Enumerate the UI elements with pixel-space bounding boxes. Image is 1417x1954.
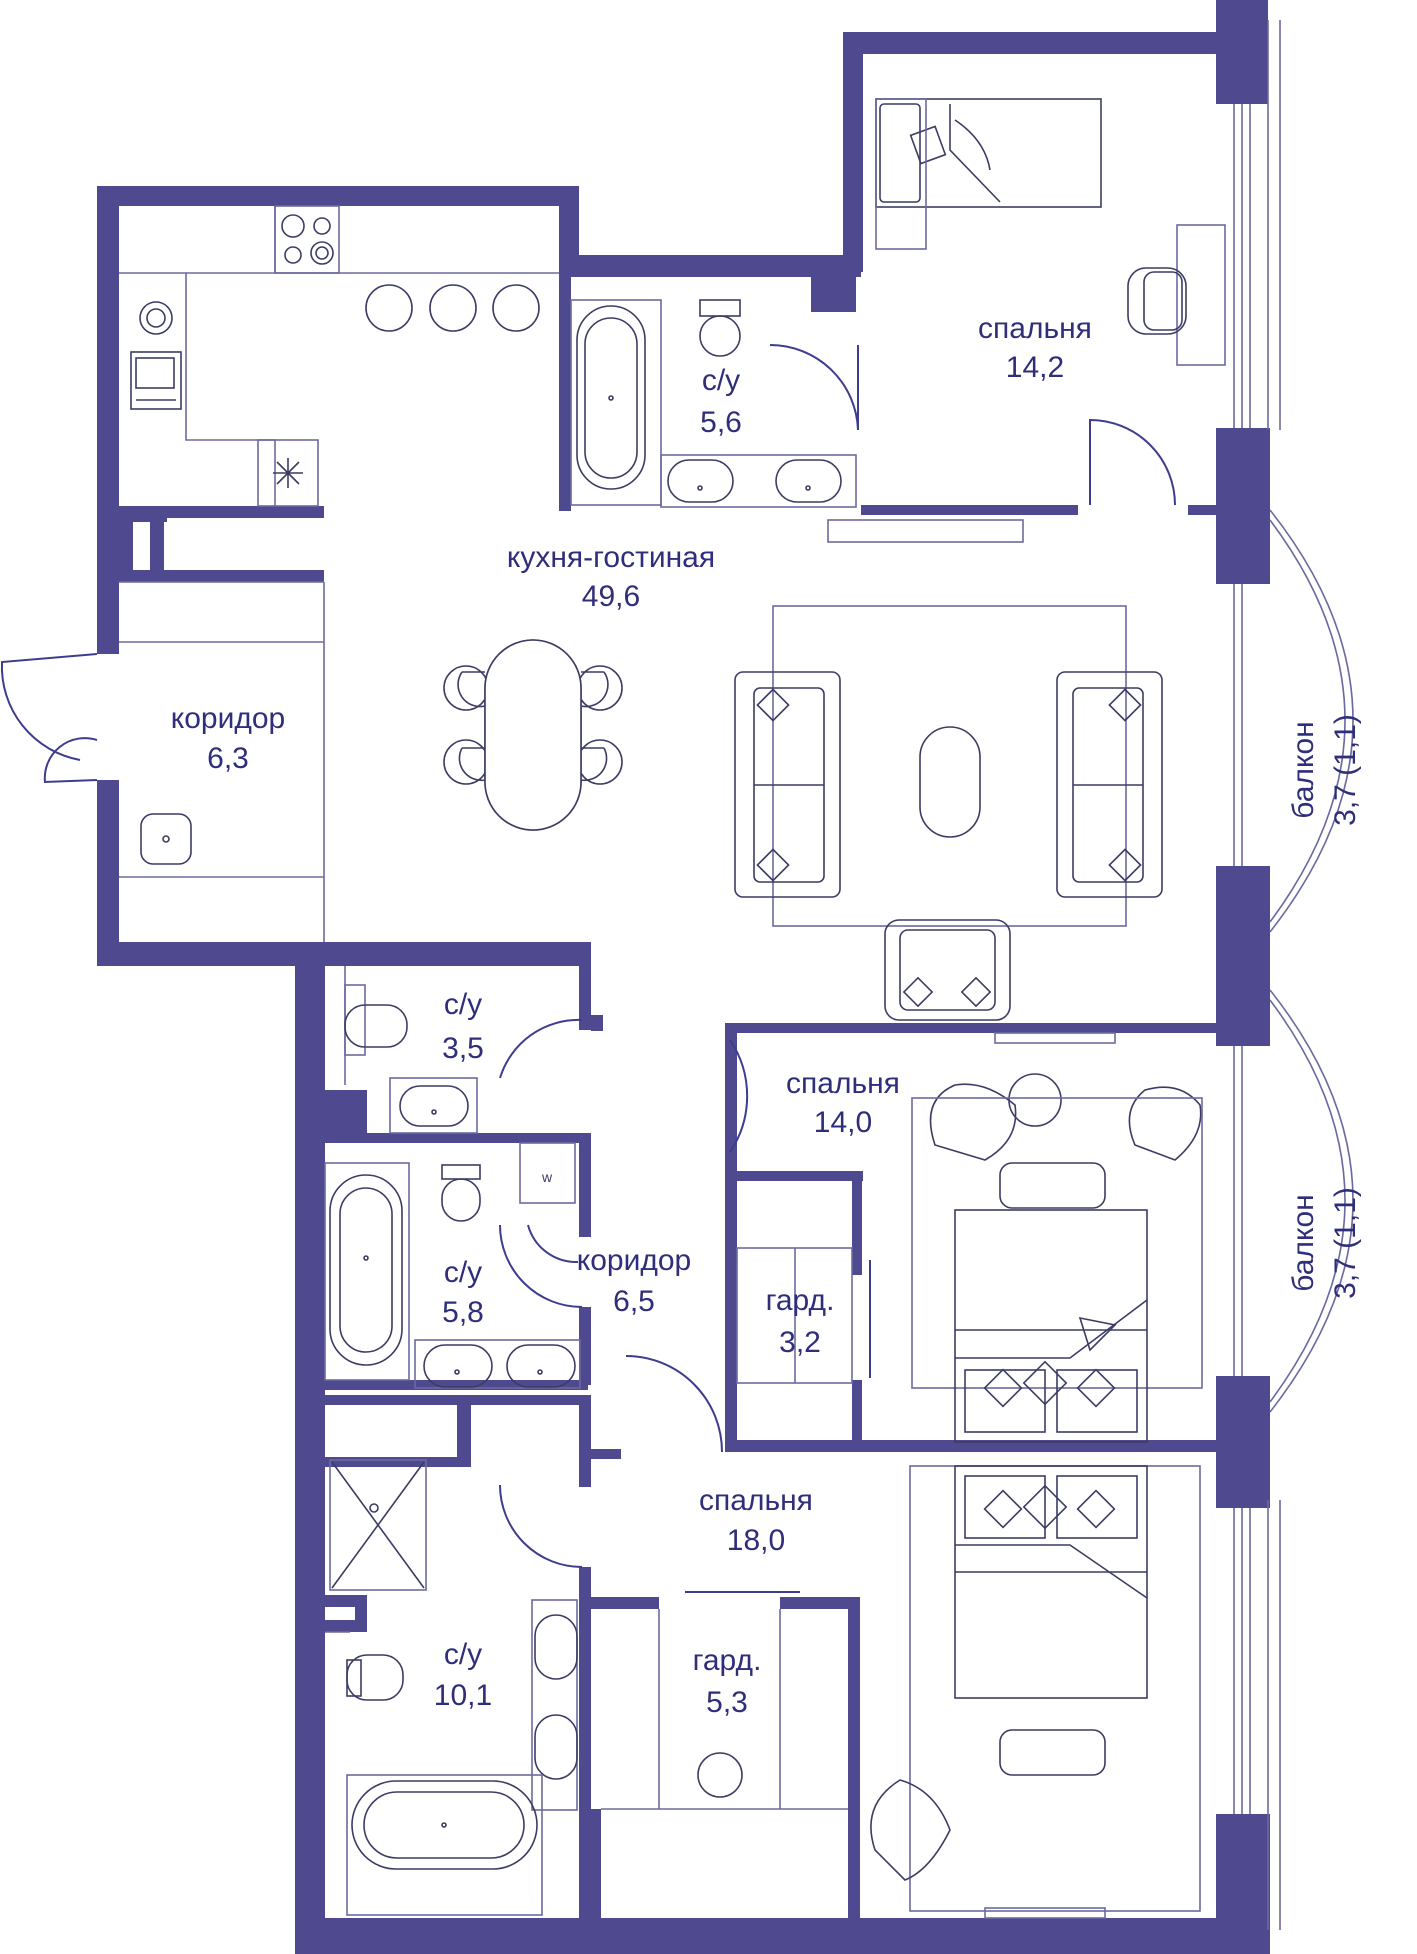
- sink-icon: [667, 459, 734, 503]
- coffee-table-icon: [919, 726, 981, 838]
- toilet-icon: [441, 1164, 481, 1222]
- room-name-bedroom-bottom: спальня: [699, 1484, 813, 1517]
- balcony-arc-2: [1269, 989, 1354, 1413]
- bathtub-icon: [351, 1780, 538, 1870]
- bottom-bedroom-furniture: [870, 1465, 1201, 1919]
- living-room-furniture: [443, 519, 1163, 1021]
- room-area-bath-bottom: 10,1: [434, 1679, 492, 1712]
- room-name-balcony-1: балкон: [1287, 721, 1320, 818]
- room-labels: кухня-гостиная 49,6 спальня 14,2 с/у 5,6…: [171, 312, 1362, 1719]
- room-name-bath-top: с/у: [702, 364, 740, 397]
- chair-icon: [1127, 267, 1187, 335]
- mid-bath-fixtures: w: [324, 1142, 581, 1389]
- room-name-balcony-2: балкон: [1287, 1194, 1320, 1291]
- room-name-bedroom-top: спальня: [978, 312, 1092, 345]
- wardrobe-1: [736, 1247, 853, 1384]
- room-name-wardrobe-1: гард.: [766, 1284, 835, 1317]
- bottom-bath-fixtures: [325, 1459, 578, 1916]
- doors: [0, 344, 1176, 1593]
- room-name-wardrobe-2: гард.: [693, 1644, 762, 1677]
- room-area-balcony-2: 3,7 (1,1): [1329, 1187, 1362, 1299]
- wc-fixtures: [344, 966, 478, 1134]
- table-icon: [443, 639, 623, 831]
- room-area-bath-mid: 5,8: [442, 1296, 484, 1329]
- mid-bedroom-furniture: [911, 1032, 1203, 1443]
- room-area-wc-small: 3,5: [442, 1032, 484, 1065]
- room-name-corridor-inner: коридор: [577, 1244, 691, 1277]
- room-area-bath-top: 5,6: [700, 406, 742, 439]
- kitchen: [119, 205, 559, 942]
- room-area-wardrobe-1: 3,2: [779, 1326, 821, 1359]
- washer-mark: w: [541, 1169, 553, 1185]
- balcony-arc-1: [1269, 509, 1354, 933]
- armchair-icon: [870, 1779, 951, 1881]
- room-area-bedroom-top: 14,2: [1006, 351, 1064, 384]
- room-name-bath-mid: с/у: [444, 1256, 482, 1289]
- room-name-bedroom-mid: спальня: [786, 1067, 900, 1100]
- shower-icon: [329, 1459, 427, 1591]
- toilet-icon: [699, 299, 741, 357]
- wardrobe-2: [601, 1609, 848, 1810]
- room-area-bedroom-mid: 14,0: [814, 1106, 872, 1139]
- sink-icon: [534, 1614, 578, 1780]
- sofa-icon: [734, 671, 841, 898]
- room-area-wardrobe-2: 5,3: [706, 1686, 748, 1719]
- washing-machine-icon: [130, 351, 182, 410]
- sink-icon: [399, 1085, 469, 1127]
- armchair-icon: [884, 919, 1011, 1021]
- room-name-corridor-entry: коридор: [171, 702, 285, 735]
- bed-icon: [954, 1209, 1148, 1443]
- sink-icon: [506, 1344, 576, 1388]
- room-name-bath-bottom: с/у: [444, 1638, 482, 1671]
- bathtub-icon: [329, 1174, 403, 1366]
- windows: [1233, 20, 1281, 1930]
- washing-machine-icon: [519, 1142, 576, 1204]
- room-area-corridor-inner: 6,5: [613, 1285, 655, 1318]
- walls: [97, 0, 1270, 1954]
- toilet-icon: [346, 1654, 404, 1701]
- room-area-kitchen-living: 49,6: [582, 580, 640, 613]
- top-bedroom-furniture: [875, 98, 1226, 366]
- room-area-balcony-1: 3,7 (1,1): [1329, 714, 1362, 826]
- nightstand-icon: [999, 1729, 1106, 1776]
- bed-icon: [954, 1465, 1148, 1699]
- sink-icon: [139, 301, 173, 335]
- room-area-corridor-entry: 6,3: [207, 742, 249, 775]
- armchair-icon: [929, 1073, 1202, 1161]
- stove-icon: [274, 205, 340, 274]
- pouf-icon: [140, 813, 192, 865]
- top-bath-fixtures: [570, 299, 857, 508]
- sofa-icon: [1056, 671, 1163, 898]
- room-name-kitchen-living: кухня-гостиная: [507, 541, 715, 574]
- room-name-wc-small: с/у: [444, 988, 482, 1021]
- room-area-bedroom-bottom: 18,0: [727, 1524, 785, 1557]
- sink-icon: [423, 1344, 493, 1388]
- nightstand-icon: [999, 1162, 1106, 1209]
- sink-icon: [775, 459, 842, 503]
- bed-icon: [875, 98, 1102, 208]
- bar-stools: [365, 284, 540, 332]
- entry-furniture: [119, 641, 324, 878]
- toilet-icon: [344, 1004, 408, 1048]
- bathtub-icon: [576, 305, 646, 490]
- fridge-icon: [257, 439, 319, 507]
